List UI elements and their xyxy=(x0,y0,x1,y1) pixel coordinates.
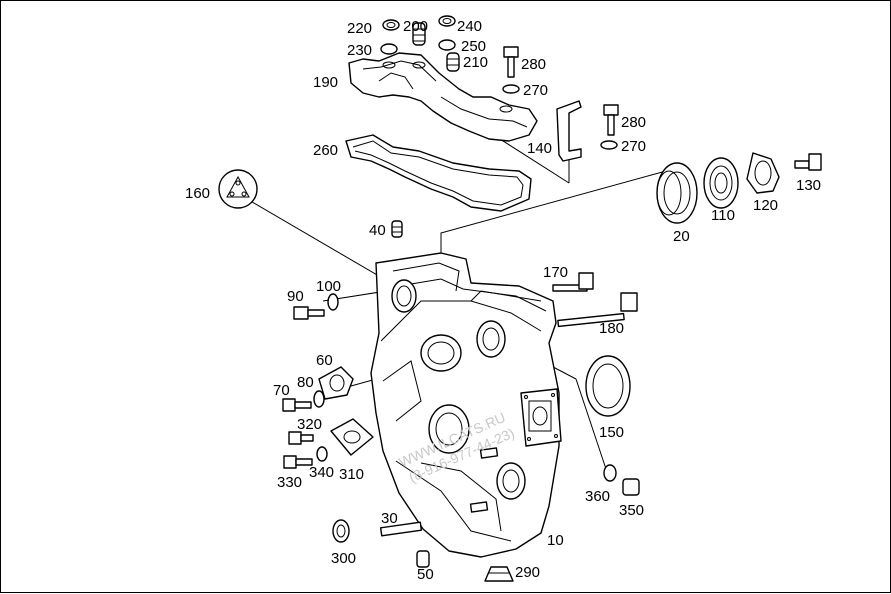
callout-150: 150 xyxy=(599,424,624,441)
studs-and-plugs xyxy=(379,272,640,582)
callout-230: 230 xyxy=(347,42,372,59)
callout-320: 320 xyxy=(297,416,322,433)
left-side-fasteners xyxy=(282,293,374,543)
callout-290: 290 xyxy=(515,564,540,581)
callout-40: 40 xyxy=(369,222,386,239)
callout-130: 130 xyxy=(796,177,821,194)
dowel-sleeve xyxy=(391,220,403,238)
callout-250: 250 xyxy=(461,38,486,55)
callout-170: 170 xyxy=(543,264,568,281)
callout-180: 180 xyxy=(599,320,624,337)
callout-270-right: 270 xyxy=(621,138,646,155)
callout-110: 110 xyxy=(711,207,735,224)
callout-90: 90 xyxy=(287,288,304,305)
cylinder-head-cover xyxy=(348,52,538,142)
callout-140: 140 xyxy=(527,140,552,157)
callout-60: 60 xyxy=(316,352,333,369)
callout-340: 340 xyxy=(309,464,334,481)
callout-80: 80 xyxy=(297,374,314,391)
callout-50: 50 xyxy=(417,566,434,583)
callout-200: 200 xyxy=(403,18,428,35)
drive-flange xyxy=(218,169,258,209)
bracket xyxy=(556,100,582,162)
top-seals xyxy=(380,15,460,72)
callout-240: 240 xyxy=(457,18,482,35)
callout-280-top: 280 xyxy=(521,56,546,73)
callout-270-top: 270 xyxy=(523,82,548,99)
callout-300: 300 xyxy=(331,550,356,567)
timing-case-cover xyxy=(370,252,562,558)
callout-70: 70 xyxy=(273,382,290,399)
callout-260: 260 xyxy=(313,142,338,159)
cover-bolts xyxy=(502,46,619,150)
callout-160: 160 xyxy=(185,185,210,202)
callout-20: 20 xyxy=(673,228,690,245)
callout-10: 10 xyxy=(547,532,564,549)
callout-310: 310 xyxy=(339,466,364,483)
cover-gasket xyxy=(345,134,532,212)
callout-220: 220 xyxy=(347,20,372,37)
callout-labels: 220 200 240 230 250 210 280 270 190 280 … xyxy=(185,18,821,583)
callout-350: 350 xyxy=(619,502,644,519)
callout-330: 330 xyxy=(277,474,302,491)
callout-190: 190 xyxy=(313,74,338,91)
callout-360: 360 xyxy=(585,488,610,505)
shaft-seal-assembly xyxy=(656,152,822,224)
callout-30: 30 xyxy=(381,510,398,527)
callout-120: 120 xyxy=(753,197,778,214)
callout-210: 210 xyxy=(463,54,488,71)
callout-280-right: 280 xyxy=(621,114,646,131)
callout-100: 100 xyxy=(316,278,341,295)
